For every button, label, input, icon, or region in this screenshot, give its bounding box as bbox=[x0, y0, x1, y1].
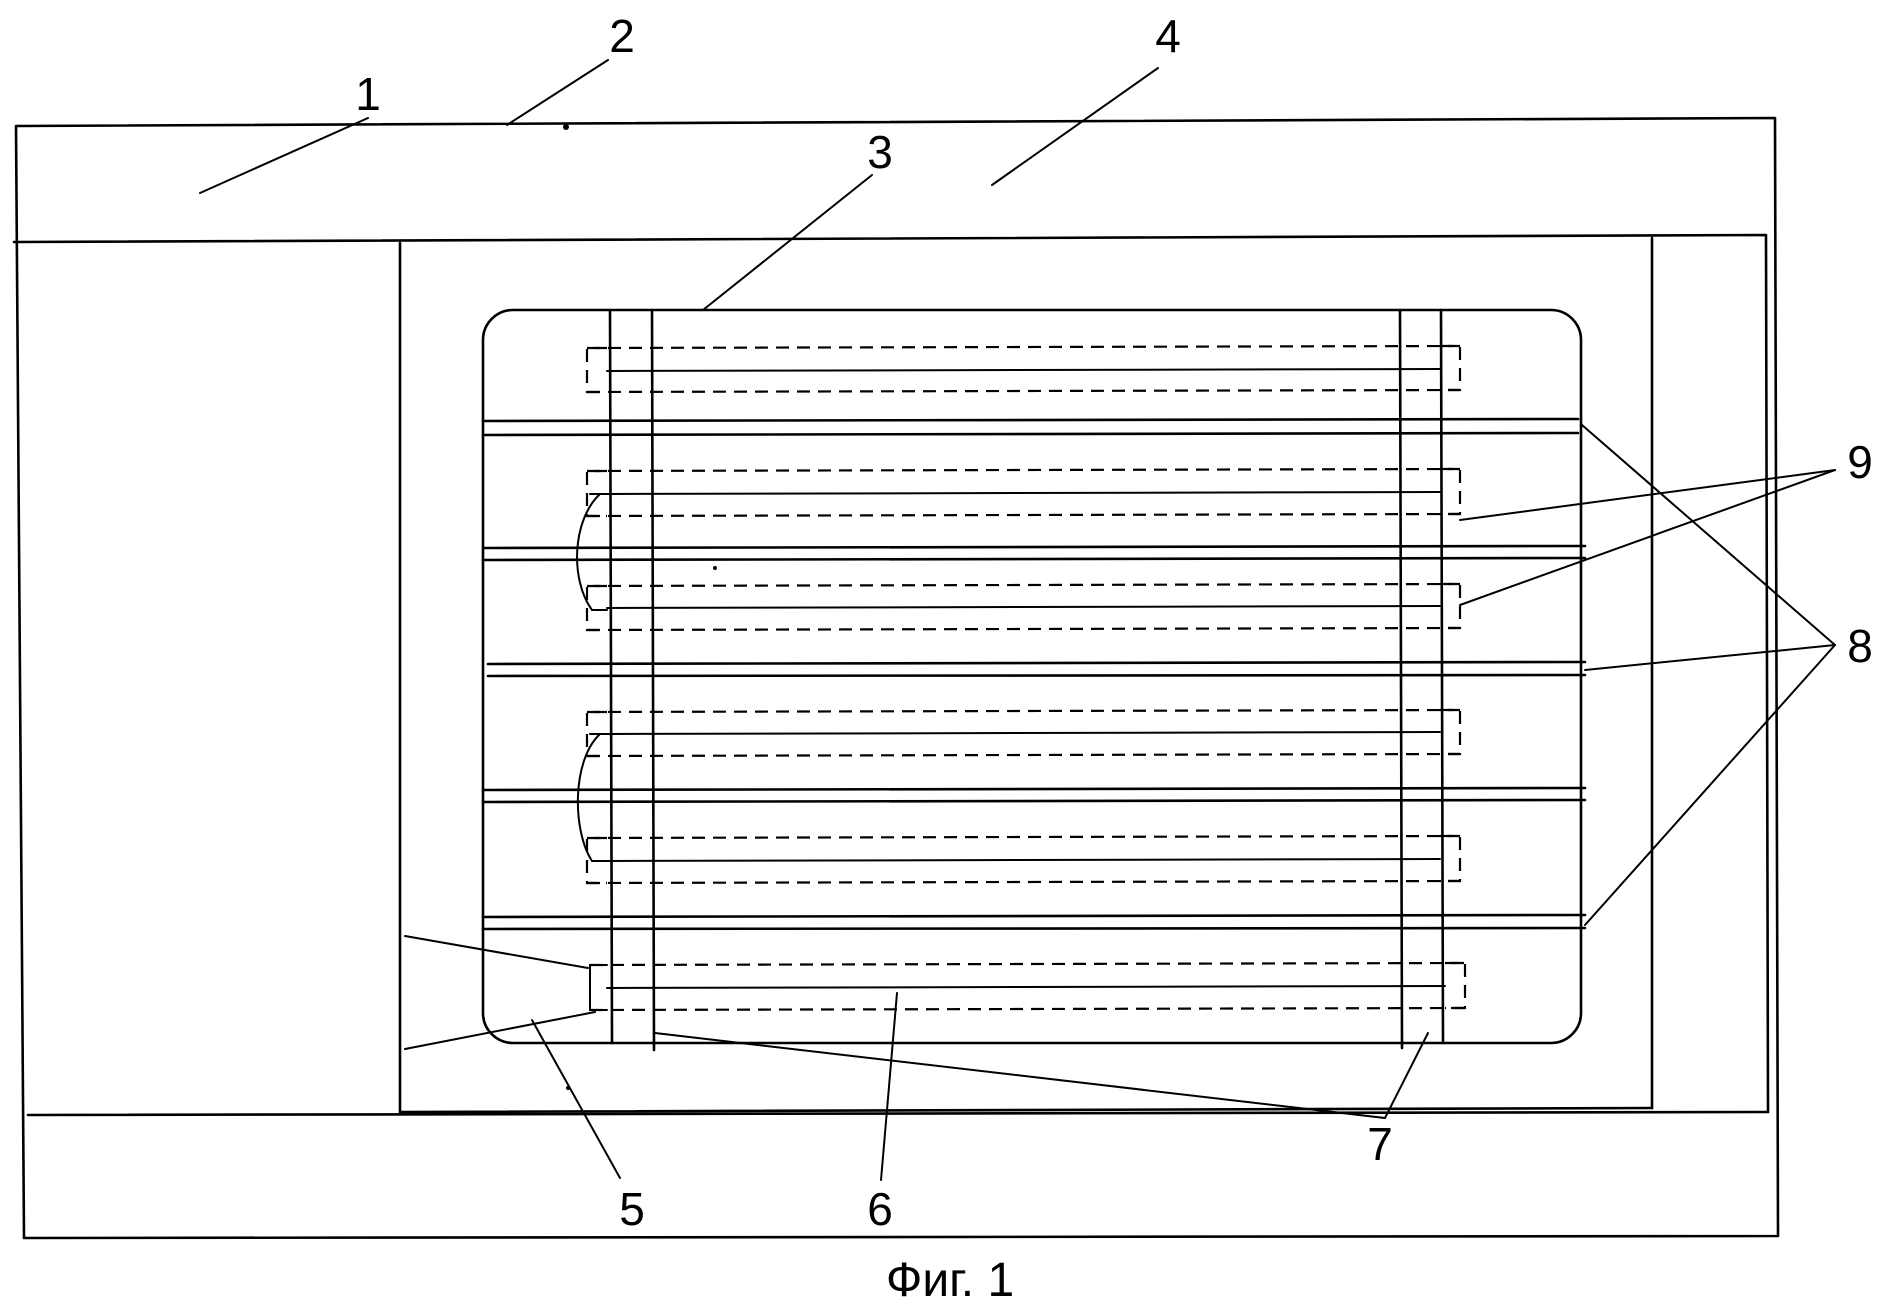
tube-1-end-left bbox=[587, 348, 607, 392]
plate-1-top bbox=[483, 419, 1578, 421]
separator-plates bbox=[483, 419, 1585, 929]
tube-3-top bbox=[587, 584, 1460, 586]
plate-5-top bbox=[483, 915, 1585, 917]
tube-5-core bbox=[607, 859, 1440, 861]
wire-upper bbox=[405, 936, 588, 968]
tube-2-top bbox=[587, 469, 1460, 471]
upper-inner-edge bbox=[14, 235, 1768, 1112]
leader-2 bbox=[507, 60, 608, 125]
point-2 bbox=[563, 124, 569, 130]
tube-6-bottom bbox=[590, 1008, 1465, 1010]
frame-bar-right-a bbox=[1400, 310, 1402, 1048]
plate-2-bottom bbox=[483, 558, 1585, 560]
leader-9a bbox=[1460, 470, 1835, 520]
heating-tubes bbox=[587, 346, 1465, 1010]
plate-2-top bbox=[483, 546, 1585, 548]
outer-housing bbox=[14, 118, 1778, 1238]
tube-2-end-right bbox=[1440, 469, 1460, 514]
connector-4-5 bbox=[578, 734, 600, 861]
connector-2-3 bbox=[577, 494, 600, 610]
label-5: 5 bbox=[619, 1183, 645, 1235]
plate-5-bottom bbox=[483, 928, 1585, 929]
label-1: 1 bbox=[355, 68, 381, 120]
figure-caption: Фиг. 1 bbox=[886, 1254, 1014, 1307]
leader-9b bbox=[1460, 470, 1835, 605]
label-2: 2 bbox=[609, 10, 635, 62]
tube-5-top bbox=[587, 836, 1460, 838]
tube-1-core bbox=[607, 369, 1440, 371]
leader-3 bbox=[703, 175, 872, 310]
tube-4-core bbox=[607, 732, 1440, 734]
label-8: 8 bbox=[1847, 620, 1873, 672]
tube-4-top bbox=[587, 710, 1460, 712]
leader-8c bbox=[1585, 645, 1835, 925]
lead-wires bbox=[405, 566, 717, 1090]
tube-1-top bbox=[587, 346, 1460, 348]
tube-2-core bbox=[607, 492, 1440, 494]
outer-frame bbox=[16, 118, 1778, 1238]
tube-3-bottom bbox=[587, 628, 1460, 630]
label-9: 9 bbox=[1847, 436, 1873, 488]
label-7: 7 bbox=[1367, 1118, 1393, 1170]
reference-numerals: 1 2 3 4 5 6 7 8 9 bbox=[355, 10, 1873, 1235]
label-4: 4 bbox=[1155, 10, 1181, 62]
tube-2-bottom bbox=[587, 514, 1460, 516]
plate-4-top bbox=[483, 788, 1585, 790]
tube-6-end-right bbox=[1445, 963, 1465, 1008]
leader-7 bbox=[655, 1033, 1428, 1118]
dot-mark-2 bbox=[713, 566, 717, 570]
plate-3-bottom bbox=[488, 675, 1585, 676]
tube-1-bottom bbox=[587, 390, 1460, 392]
label-3: 3 bbox=[867, 126, 893, 178]
tube-3-core bbox=[607, 606, 1440, 608]
leader-4 bbox=[992, 68, 1158, 185]
leader-8b bbox=[1585, 645, 1835, 670]
leader-6 bbox=[881, 993, 897, 1180]
tube-6-top bbox=[590, 963, 1465, 965]
leader-8a bbox=[1582, 425, 1835, 645]
tube-4-bottom bbox=[587, 754, 1460, 756]
connector-2-3-stubs bbox=[590, 494, 607, 610]
tube-6-end-left bbox=[590, 965, 607, 1010]
plate-4-bottom bbox=[483, 800, 1585, 802]
connector-4-5-stubs bbox=[590, 734, 607, 861]
base-line bbox=[28, 1112, 1768, 1115]
label-6: 6 bbox=[867, 1183, 893, 1235]
leader-1 bbox=[200, 118, 368, 193]
tube-5-bottom bbox=[587, 881, 1460, 883]
tube-6-core bbox=[607, 986, 1445, 988]
tube-1-end-right bbox=[1440, 346, 1460, 390]
plate-1-bottom bbox=[483, 433, 1578, 435]
leader-lines bbox=[200, 60, 1835, 1180]
